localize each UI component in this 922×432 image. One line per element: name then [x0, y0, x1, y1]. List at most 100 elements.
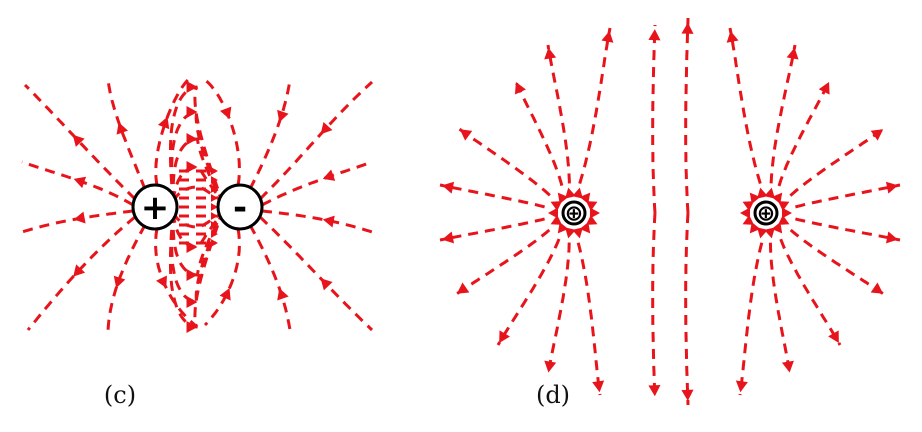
dipole-field-line [171, 212, 224, 249]
starburst-arrowhead [764, 227, 775, 239]
field-arrowhead [870, 129, 884, 141]
field-arrowhead [592, 380, 605, 393]
field-arrowhead [648, 384, 661, 397]
field-arrowhead [442, 181, 455, 194]
positive-charge [561, 200, 587, 226]
field-arrowhead [116, 122, 128, 135]
starburst-arrowhead [572, 227, 583, 239]
field-arrowhead [320, 278, 333, 291]
field-arrowhead [211, 203, 218, 211]
starburst-arrowhead [778, 201, 790, 212]
starburst-arrowhead [550, 214, 562, 225]
repulsion-field-line [789, 228, 886, 297]
repulsion-field-line [684, 17, 690, 214]
dipole-outer-line [248, 224, 292, 331]
starburst-arrowhead [590, 207, 600, 219]
panel-c-label: (c) [104, 381, 136, 409]
field-arrowhead [544, 47, 557, 60]
dipole-outer-line [21, 209, 134, 234]
field-arrowhead [73, 264, 86, 277]
repulsion-field-line [795, 217, 901, 242]
field-arrowhead [211, 176, 218, 184]
starburst-arrowhead [557, 192, 569, 204]
field-arrowhead [186, 295, 198, 309]
starburst-arrowhead [586, 214, 598, 225]
starburst-arrowhead [550, 201, 562, 212]
field-arrowhead [211, 230, 218, 238]
field-arrowhead [73, 211, 86, 224]
field-arrowhead [186, 268, 198, 282]
field-arrowhead [211, 167, 218, 175]
repulsion-field-line [439, 183, 545, 209]
field-arrowhead [277, 288, 289, 301]
starburst-arrowhead [740, 207, 750, 219]
field-arrowhead [186, 132, 198, 146]
panel-c-dipole: + - (c) [21, 76, 374, 409]
dipole-outer-line [106, 224, 147, 331]
field-arrowhead [186, 240, 198, 254]
field-arrowhead [499, 330, 510, 343]
field-arrowhead [186, 160, 198, 174]
field-arrowhead [828, 330, 839, 343]
dipole-field-line [171, 185, 223, 203]
field-arrowhead [681, 389, 694, 401]
field-arrowhead [726, 30, 739, 43]
starburst-arrowhead [771, 222, 783, 234]
repulsion-field-line [578, 27, 612, 185]
dipole-outer-line [21, 160, 134, 207]
positive-charge-symbol: ⊕ [757, 202, 775, 227]
field-arrowhead [73, 176, 87, 189]
field-arrowhead [219, 288, 231, 301]
dipole-outer-line [106, 79, 147, 190]
dipole-field-line [171, 165, 224, 202]
repulsion-field-line [651, 24, 657, 214]
starburst-arrowhead [749, 192, 761, 204]
starburst-arrowhead [586, 201, 598, 212]
field-arrowhead [113, 275, 126, 289]
repulsion-field-line [738, 242, 764, 396]
repulsion-field-line [457, 126, 551, 197]
field-arrowhead [681, 22, 694, 34]
starburst-arrowhead [742, 214, 754, 225]
field-arrowhead [211, 212, 218, 220]
starburst-arrowhead [565, 227, 576, 239]
repulsion-field-line [777, 79, 832, 187]
field-arrowhead [211, 185, 218, 193]
repulsion-field-line [779, 238, 842, 346]
starburst-arrowhead [749, 222, 761, 234]
repulsion-field-line [513, 79, 564, 186]
repulsion-field-line [768, 242, 792, 376]
dipole-outer-line [258, 215, 374, 332]
starburst-arrowhead [557, 222, 569, 234]
repulsion-field-line [439, 217, 545, 242]
panel-d-like-charges: ⊕ ⊕ (d) [439, 17, 901, 409]
repulsion-field-line [769, 44, 797, 184]
field-arrowhead [514, 82, 526, 95]
dipole-outer-line [261, 160, 373, 207]
field-arrowhead [220, 106, 232, 120]
starburst-arrowhead [579, 192, 591, 204]
panel-d-label: (d) [536, 381, 570, 409]
field-arrowhead [186, 105, 198, 119]
repulsion-field-line [684, 212, 690, 406]
dipole-outer-line [204, 78, 241, 186]
starburst-arrowhead [548, 207, 558, 219]
negative-charge-symbol: - [233, 188, 247, 228]
starburst-arrowhead [742, 201, 754, 212]
positive-charge-symbol: + [141, 188, 170, 228]
repulsion-field-line [728, 27, 762, 185]
positive-charge [131, 183, 179, 231]
field-arrowhead [186, 80, 198, 94]
field-arrowhead [601, 30, 614, 43]
field-arrowhead [735, 380, 748, 393]
field-arrowhead [211, 221, 218, 229]
field-arrowhead [459, 129, 473, 141]
repulsion-field-line [496, 238, 561, 346]
positive-charge-symbol: ⊕ [565, 202, 583, 227]
field-arrowhead [157, 116, 170, 130]
dipole-outer-line [203, 228, 241, 327]
repulsion-field-line [546, 44, 571, 184]
repulsion-field-line [454, 228, 551, 297]
field-arrowhead [322, 215, 335, 228]
starburst-arrowhead [757, 227, 768, 239]
